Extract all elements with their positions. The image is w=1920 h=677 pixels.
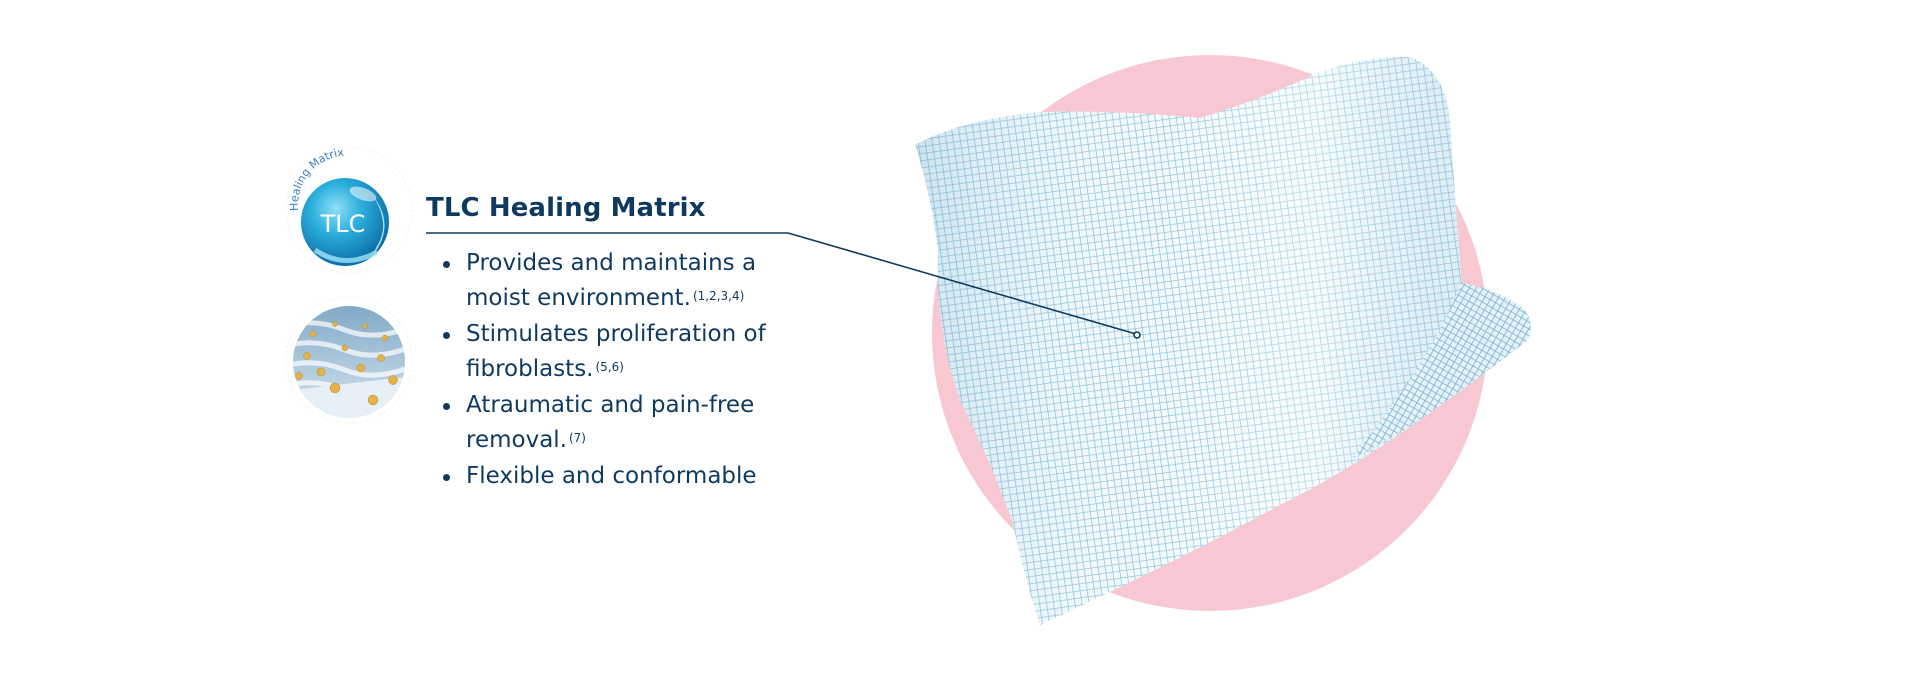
reference-citation: (5,6): [595, 360, 624, 374]
feature-list: Provides and maintains a moist environme…: [438, 246, 818, 495]
tlc-logo-badge: TLC Healing Matrix: [285, 146, 413, 274]
feature-title: TLC Healing Matrix: [426, 193, 706, 223]
reference-citation: (7): [568, 431, 586, 445]
feature-item: Stimulates proliferation of fibroblasts.…: [438, 317, 818, 387]
feature-item: Flexible and conformable: [438, 459, 818, 494]
matrix-microstructure-icon: [285, 296, 413, 424]
svg-text:TLC: TLC: [320, 210, 366, 238]
callout-point-icon: [1133, 331, 1141, 339]
callout-leader: [426, 232, 1141, 339]
mesh-dressing: [915, 56, 1531, 625]
feature-item: Provides and maintains a moist environme…: [438, 246, 818, 316]
feature-item: Atraumatic and pain-free removal.(7): [438, 388, 818, 458]
matrix-illustration-badge: [285, 296, 413, 424]
tlc-logo-icon: TLC Healing Matrix: [285, 146, 413, 274]
reference-citation: (1,2,3,4): [692, 289, 745, 303]
